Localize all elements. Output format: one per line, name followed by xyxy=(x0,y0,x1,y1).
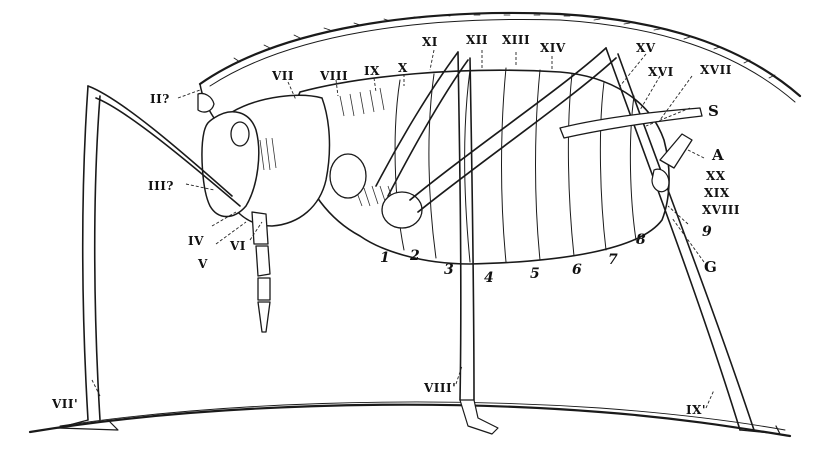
label-XVII: XVII xyxy=(700,63,732,77)
label-sternite-3: 3 xyxy=(444,262,454,278)
label-sternite-4: 4 xyxy=(484,270,494,286)
coxa-2 xyxy=(382,192,422,228)
label-XV: XV xyxy=(636,41,656,55)
coxa-1 xyxy=(330,154,366,198)
label-sternite-6: 6 xyxy=(572,262,582,278)
label-sternite-1: 1 xyxy=(380,250,390,266)
label-sternite-2: 2 xyxy=(409,248,420,264)
label-G: G xyxy=(704,258,717,276)
label-II: II? xyxy=(150,92,170,106)
label-VI: VI xyxy=(229,239,246,253)
eye xyxy=(231,122,249,146)
label-sternite-5: 5 xyxy=(530,266,540,282)
label-X: X xyxy=(398,61,408,75)
label-IV: IV xyxy=(188,234,204,248)
palp xyxy=(252,212,270,332)
label-leg-VIII: VIII' xyxy=(423,381,456,395)
label-XVI: XVI xyxy=(648,65,674,79)
label-XII: XII xyxy=(466,33,488,47)
label-VII: VII xyxy=(271,69,294,83)
label-XX: XX xyxy=(706,169,726,183)
label-XVIII: XVIII xyxy=(702,203,740,217)
label-XIII: XIII xyxy=(502,33,530,47)
label-V: V xyxy=(197,257,208,271)
label-III: III? xyxy=(148,179,174,193)
ground-line xyxy=(30,405,790,436)
label-9: 9 xyxy=(702,224,712,240)
label-leg-IX: IX' xyxy=(686,403,706,417)
label-A: A xyxy=(711,146,724,164)
label-VIII: VIII xyxy=(319,69,348,83)
label-XIV: XIV xyxy=(540,41,566,55)
label-IX: IX xyxy=(364,64,380,78)
label-leg-VII: VII' xyxy=(51,397,78,411)
label-sternite-7: 7 xyxy=(608,252,618,268)
label-S: S xyxy=(708,102,719,120)
label-XI: XI xyxy=(422,35,438,49)
label-sternite-8: 8 xyxy=(636,232,646,248)
label-XIX: XIX xyxy=(704,186,730,200)
